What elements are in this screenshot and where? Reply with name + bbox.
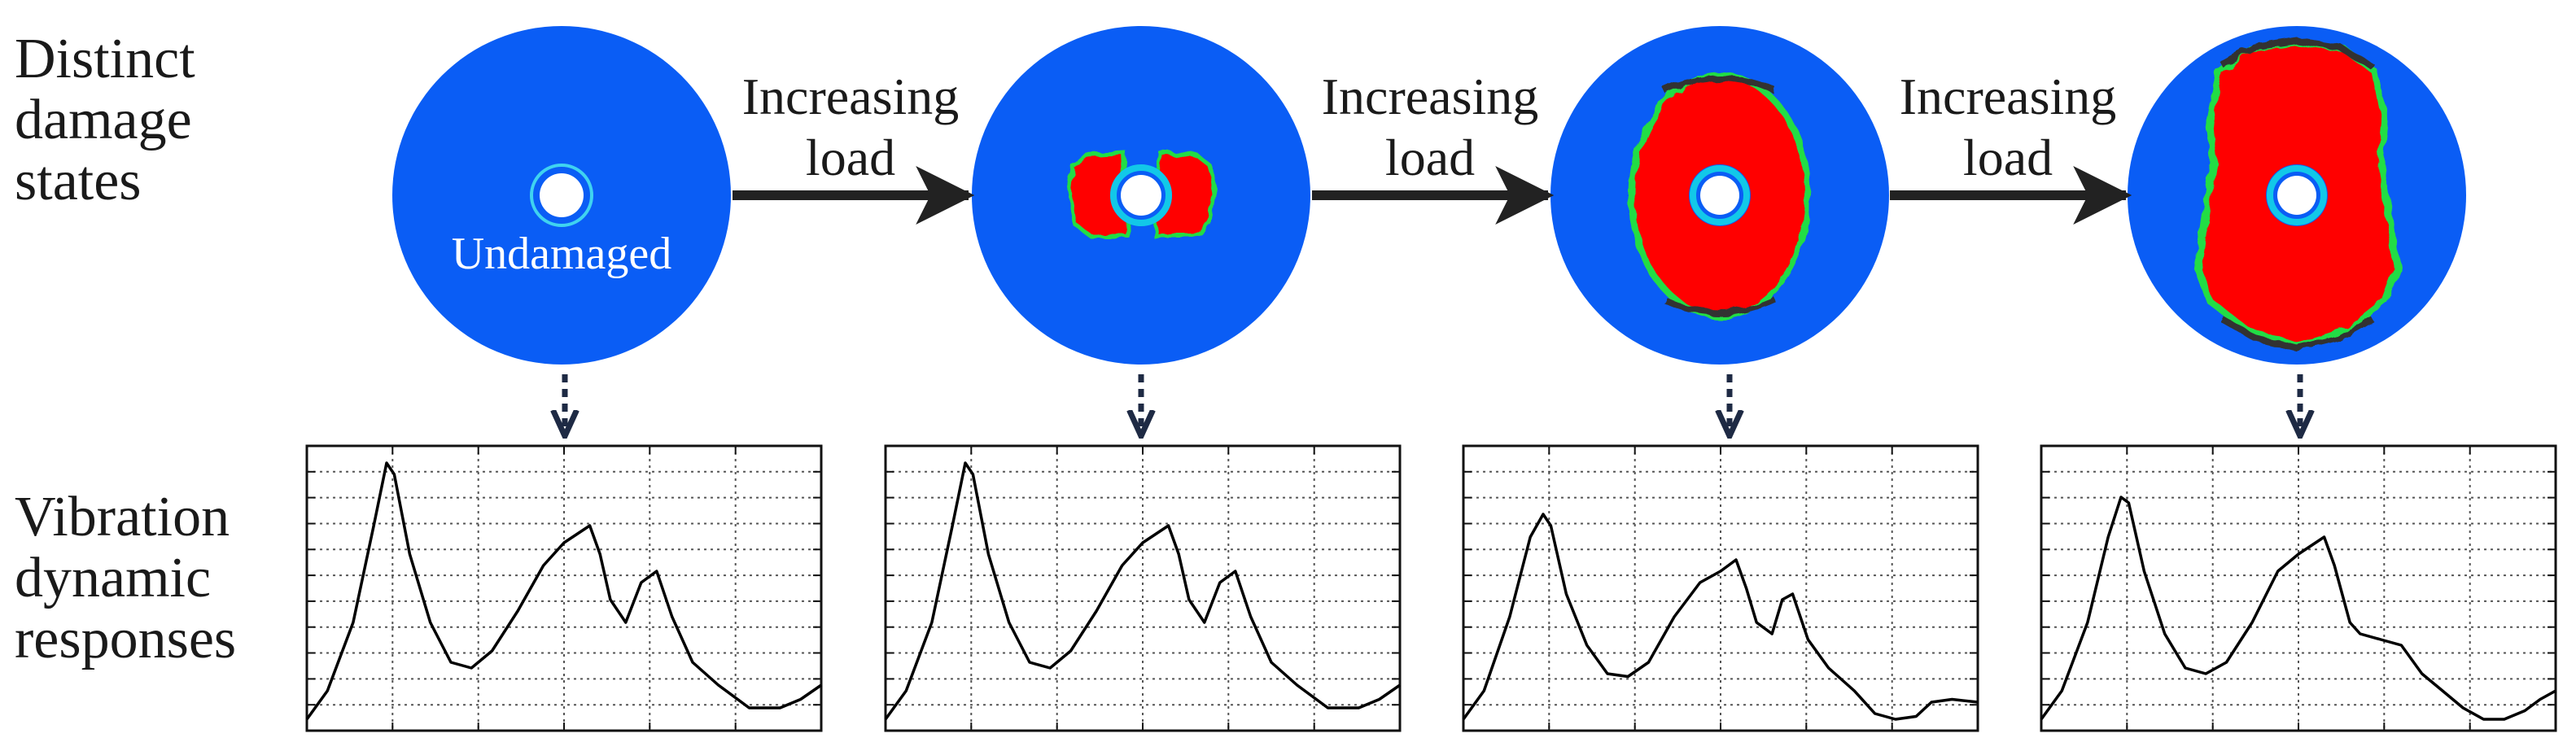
center-hole [1700,176,1739,215]
center-hole [540,173,584,217]
vibration-responses-row-label: Vibration dynamic responses [15,486,236,670]
disc-intermediate-damage [1550,26,1889,365]
load-arrow-1: Increasing load [733,68,975,225]
arrow-label-line1: Increasing [1322,68,1539,125]
load-arrow-2: Increasing load [1312,68,1555,225]
arrow-label-line1: Increasing [742,68,960,125]
damage-states-row-label: Distinct damage states [15,28,195,212]
disc-initial-damage [972,26,1310,365]
center-hole [2277,176,2316,215]
response-plot-2 [884,444,1402,732]
load-arrow-3: Increasing load [1890,68,2132,225]
vibration-label-line1: Vibration [15,486,230,548]
hole-ring [1690,165,1750,225]
undamaged-label: Undamaged [452,229,672,279]
center-hole [1121,175,1161,216]
damage-region [1067,150,1217,238]
arrow-label-line2: load [806,129,895,186]
vibration-label-line3: responses [15,608,236,670]
response-curve [1462,513,1979,721]
damage-label-line3: states [15,150,142,212]
hole-ring [2267,165,2327,225]
response-curve [884,461,1401,721]
disc-undamaged: Undamaged [392,26,731,365]
response-curve [2040,496,2556,721]
arrow-label-line2: load [1963,129,2053,186]
dotted-connectors [565,374,2300,436]
vibration-label-line2: dynamic [15,547,211,609]
response-plot-1 [305,444,823,732]
response-curve [305,461,822,721]
damage-label-line1: Distinct [15,28,195,90]
arrow-label-line1: Increasing [1900,68,2117,125]
hole-ring [1110,164,1172,226]
disc-severe-damage [2128,26,2466,365]
response-plot-4 [2040,444,2557,732]
hole-ring [530,164,593,227]
damage-label-line2: damage [15,89,192,151]
arrow-label-line2: load [1385,129,1475,186]
response-plot-3 [1462,444,1979,732]
